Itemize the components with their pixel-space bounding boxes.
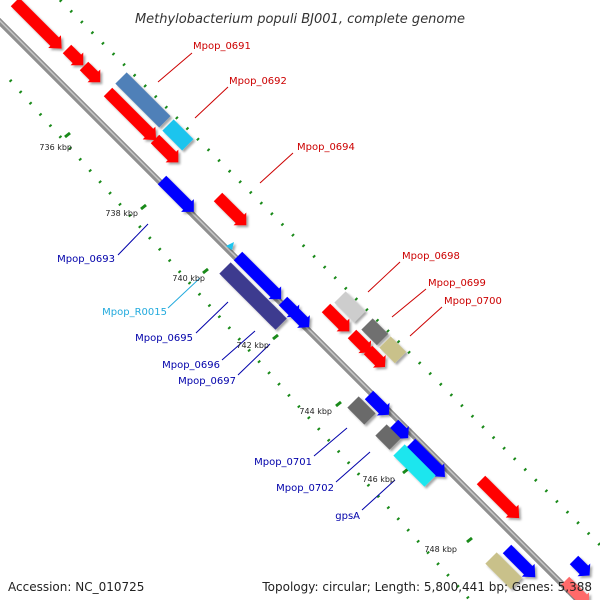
leader-line: [195, 301, 229, 334]
gene-arrow-reverse: [389, 419, 409, 439]
tick-mark: [466, 536, 473, 544]
gene-arrow-forward: [334, 291, 366, 323]
leader-line: [237, 343, 271, 376]
label-leader-lines: [117, 52, 443, 511]
scale-tick-marks: [64, 131, 473, 544]
gene-label[interactable]: gpsA: [335, 511, 360, 522]
gene-arrow-forward: [150, 134, 179, 163]
scale-tick-label: 744 kbp: [299, 407, 332, 416]
leader-line: [117, 223, 149, 256]
gene-label[interactable]: Mpop_0695: [135, 333, 193, 344]
gene-arrow-reverse: [261, 304, 287, 330]
gene-arrow-reverse: [233, 251, 282, 300]
leader-line: [361, 479, 396, 511]
outer-dot-line: [58, 0, 600, 547]
gene-arrow-forward: [10, 0, 62, 49]
gene-arrow-reverse: [485, 552, 523, 590]
leader-line: [157, 52, 193, 83]
gene-arrow-forward: [162, 119, 194, 151]
gene-arrow-reverse: [393, 444, 436, 487]
inner-dot-line: [8, 79, 472, 600]
gene-label[interactable]: Mpop_0697: [178, 376, 236, 387]
gene-arrow-reverse: [278, 296, 300, 318]
tick-mark: [140, 203, 147, 211]
tick-mark: [335, 400, 342, 408]
gene-arrow-reverse: [569, 555, 591, 577]
gene-label[interactable]: Mpop_0700: [444, 296, 502, 307]
gene-arrow-reverse: [502, 544, 536, 578]
leader-line: [313, 427, 348, 457]
leader-line: [259, 152, 294, 184]
gene-arrow-forward: [347, 329, 372, 354]
gene-label[interactable]: Mpop_0692: [229, 76, 287, 87]
gene-arrow-forward: [213, 192, 247, 226]
leader-line: [167, 277, 201, 309]
gene-arrow-forward: [79, 61, 101, 83]
gene-arrow-forward: [361, 318, 389, 346]
gene-arrow-forward: [115, 72, 171, 128]
gene-arrow-forward: [363, 345, 386, 368]
gene-label[interactable]: Mpop_0694: [297, 142, 355, 153]
gene-arrow-forward: [321, 303, 350, 332]
genome-summary-text: Topology: circular; Length: 5,800,441 bp…: [262, 580, 592, 594]
gene-arrow-forward: [62, 44, 84, 66]
scale-tick-label: 740 kbp: [172, 274, 205, 283]
gene-arrow-reverse: [375, 424, 401, 450]
gene-label[interactable]: Mpop_0702: [276, 483, 334, 494]
gene-arrow-forward: [379, 336, 407, 364]
gene-arrow-forward: [560, 576, 590, 600]
gene-arrow-reverse: [290, 308, 310, 328]
scale-tick-label: 748 kbp: [424, 545, 457, 554]
rna-marker: [226, 242, 234, 250]
leader-line: [391, 288, 427, 318]
tick-mark: [202, 267, 209, 275]
leader-line: [221, 330, 256, 361]
gene-label[interactable]: Mpop_0698: [402, 251, 460, 262]
scale-tick-labels: 736 kbp 738 kbp 740 kbp 742 kbp 744 kbp …: [39, 143, 457, 554]
gene-arrow-forward: [476, 475, 520, 519]
gene-arrow-reverse: [406, 438, 445, 477]
gene-label[interactable]: Mpop_0691: [193, 41, 251, 52]
scale-tick-label: 736 kbp: [39, 143, 72, 152]
scale-tick-label: 742 kbp: [236, 341, 269, 350]
tick-mark: [402, 467, 409, 475]
gene-arrow-reverse: [347, 396, 376, 425]
gene-label[interactable]: Mpop_R0015: [102, 307, 167, 318]
map-title: Methylobacterium populi BJ001, complete …: [135, 12, 465, 27]
tick-mark: [64, 131, 71, 139]
leader-line: [335, 451, 371, 483]
leader-line: [409, 306, 443, 337]
scale-tick-label: 738 kbp: [105, 209, 138, 218]
leader-line: [367, 261, 401, 293]
accession-text: Accession: NC_010725: [8, 580, 145, 594]
gene-features: [10, 0, 591, 600]
gene-label[interactable]: Mpop_0696: [162, 360, 220, 371]
scale-tick-label: 746 kbp: [362, 475, 395, 484]
gene-arrow-reverse: [364, 390, 390, 416]
gene-label[interactable]: Mpop_0701: [254, 457, 312, 468]
gene-arrow-reverse: [157, 175, 194, 212]
gene-label[interactable]: Mpop_0699: [428, 278, 486, 289]
gene-label[interactable]: Mpop_0693: [57, 254, 115, 265]
gene-arrow-forward: [103, 87, 157, 141]
leader-line: [194, 86, 229, 119]
gene-labels: Mpop_0691 Mpop_0692 Mpop_0694 Mpop_0698 …: [57, 41, 502, 522]
tick-mark: [272, 333, 279, 341]
